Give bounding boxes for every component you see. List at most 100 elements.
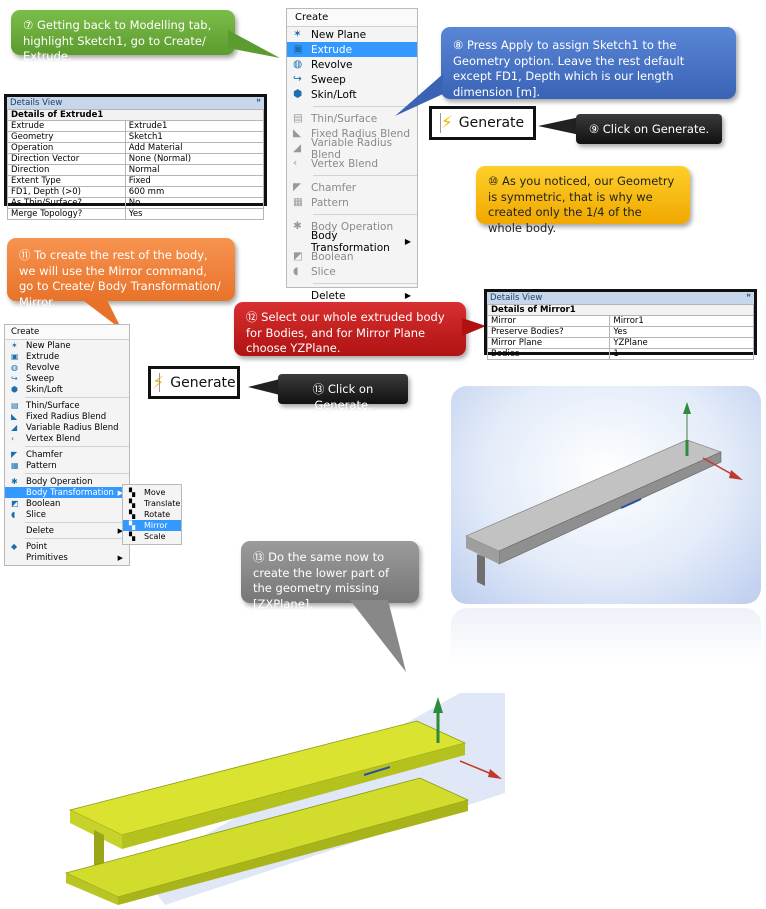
callout-step-8: ⑧ Press Apply to assign Sketch1 to the G… <box>441 27 736 99</box>
menu-item-body-operation[interactable]: ✱Body Operation <box>287 219 417 234</box>
menu-item-label: Body Transformation <box>26 487 114 498</box>
details-property-value[interactable]: None (Normal) <box>124 153 265 165</box>
pattern-icon: ▦ <box>11 460 19 470</box>
submenu-item-translate[interactable]: ▚Translate <box>123 498 181 509</box>
callout-tail <box>395 74 443 116</box>
menu-item-label: Boolean <box>311 250 354 263</box>
menu-item-skin-loft[interactable]: ⬢Skin/Loft <box>287 87 417 102</box>
submenu-arrow-icon: ▶ <box>117 526 123 535</box>
menu-item-label: Skin/Loft <box>26 384 63 395</box>
menu-item-new-plane[interactable]: ✶New Plane <box>287 27 417 42</box>
details-property-name: Mirror <box>486 315 611 327</box>
menu-item-label: Delete <box>26 525 54 536</box>
details-property-value[interactable]: Yes <box>609 326 754 338</box>
details-row[interactable]: Merge Topology?Yes <box>7 208 265 220</box>
details-property-value[interactable]: YZPlane <box>609 337 754 349</box>
details-group-title: Details of Extrude1 <box>7 109 264 121</box>
menu-item-revolve[interactable]: ◍Revolve <box>287 57 417 72</box>
menu-item-label: Sweep <box>311 73 346 86</box>
submenu-item-rotate[interactable]: ▚Rotate <box>123 509 181 520</box>
details-property-value[interactable]: Extrude1 <box>124 120 265 132</box>
menu-item-fixed-radius-blend[interactable]: ◣Fixed Radius Blend <box>287 126 417 141</box>
details-property-value[interactable]: 1 <box>609 348 754 360</box>
menu-item-label: Fixed Radius Blend <box>26 411 107 422</box>
menu-item-extrude[interactable]: ▣Extrude <box>5 351 129 362</box>
generate-button[interactable]: ⚡ Generate <box>148 366 240 399</box>
sweep-icon: ↪ <box>11 373 18 383</box>
menu-item-delete[interactable]: Delete▶ <box>287 288 417 303</box>
details-row[interactable]: FD1, Depth (>0)600 mm <box>7 186 265 198</box>
callout-step-7: ⑦ Getting back to Modelling tab, highlig… <box>11 10 235 63</box>
details-property-value[interactable]: Add Material <box>124 142 265 154</box>
menu-item-variable-radius-blend[interactable]: ◢Variable Radius Blend <box>287 137 417 161</box>
details-property-value[interactable]: Mirror1 <box>609 315 754 327</box>
details-property-name: FD1, Depth (>0) <box>7 186 126 198</box>
menu-item-body-transformation[interactable]: Body Transformation▶ <box>287 230 417 254</box>
fixed-blend-icon: ◣ <box>11 411 18 421</box>
menu-item-chamfer[interactable]: ◤Chamfer <box>5 449 129 460</box>
callout-step-11-text: ⑪ To create the rest of the body, we wil… <box>19 248 221 309</box>
menu-item-label: Body Operation <box>311 220 394 233</box>
menu-item-pattern[interactable]: ▦Pattern <box>287 195 417 210</box>
submenu-item-mirror[interactable]: ▚Mirror <box>123 520 181 531</box>
menu-item-sweep[interactable]: ↪Sweep <box>5 373 129 384</box>
submenu-item-scale[interactable]: ▚Scale <box>123 531 181 542</box>
menu-item-label: New Plane <box>26 340 71 351</box>
menu-item-label: Slice <box>26 509 47 520</box>
details-row[interactable]: As Thin/Surface?No <box>7 197 265 209</box>
details-property-value[interactable]: Yes <box>124 208 265 220</box>
details-property-name: Bodies <box>486 348 611 360</box>
menu-item-slice[interactable]: ◖Slice <box>287 264 417 279</box>
menu-item-label: Boolean <box>26 498 61 509</box>
menu-item-vertex-blend[interactable]: ‹Vertex Blend <box>287 156 417 171</box>
menu-item-delete[interactable]: Delete ▶ <box>5 525 129 536</box>
details-property-value[interactable]: Normal <box>124 164 265 176</box>
menu-item-label: Revolve <box>26 362 60 373</box>
details-row[interactable]: Preserve Bodies?Yes <box>486 326 754 338</box>
menu-item-new-plane[interactable]: ✶New Plane <box>5 340 129 351</box>
menu-item-slice[interactable]: ◖Slice <box>5 509 129 520</box>
menu-item-primitives[interactable]: Primitives▶ <box>5 552 129 563</box>
generate-button[interactable]: ⚡ Generate <box>429 106 536 140</box>
submenu-item-move[interactable]: ▚Move <box>123 487 181 498</box>
menu-item-body-operation[interactable]: ✱Body Operation <box>5 476 129 487</box>
callout-step-12: ⑫ Select our whole extruded body for Bod… <box>234 302 466 356</box>
scale-icon: ▚ <box>129 531 136 541</box>
callout-step-10-text: ⑩ As you noticed, our Geometry is symmet… <box>488 174 675 235</box>
details-property-name: Mirror Plane <box>486 337 611 349</box>
menu-item-sweep[interactable]: ↪Sweep <box>287 72 417 87</box>
menu-item-boolean[interactable]: ◩Boolean <box>287 249 417 264</box>
details-property-value[interactable]: No <box>124 197 265 209</box>
body-operation-icon: ✱ <box>11 476 18 486</box>
menu-item-pattern[interactable]: ▦Pattern <box>5 460 129 471</box>
menu-item-thin-surface[interactable]: ▤Thin/Surface <box>287 111 417 126</box>
menu-item-revolve[interactable]: ◍Revolve <box>5 362 129 373</box>
rotate-icon: ▚ <box>129 509 136 519</box>
menu-item-point[interactable]: ◆Point <box>5 541 129 552</box>
yellow-beam-model <box>64 693 505 905</box>
details-property-value[interactable]: Sketch1 <box>124 131 265 143</box>
menu-item-skin-loft[interactable]: ⬢Skin/Loft <box>5 384 129 395</box>
details-property-value[interactable]: Fixed <box>124 175 265 187</box>
menu-item-vertex-blend[interactable]: ‹Vertex Blend <box>5 433 129 444</box>
details-property-value[interactable]: 600 mm <box>124 186 265 198</box>
menu-item-extrude[interactable]: ▣Extrude <box>287 42 417 57</box>
menu-item-fixed-radius-blend[interactable]: ◣ Fixed Radius Blend <box>5 411 129 422</box>
menu-item-chamfer[interactable]: ◤Chamfer <box>287 180 417 195</box>
menu-item-boolean[interactable]: ◩Boolean <box>5 498 129 509</box>
generate-bolt-icon: ⚡ <box>440 113 453 133</box>
menu-item-body-transformation[interactable]: Body Transformation▶ <box>5 487 129 498</box>
thin-surface-icon: ▤ <box>11 400 19 410</box>
menu-item-thin-surface[interactable]: ▤Thin/Surface <box>5 400 129 411</box>
callout-step-9: ⑨ Click on Generate. <box>576 114 722 144</box>
menu-item-variable-radius-blend[interactable]: ◢Variable Radius Blend <box>5 422 129 433</box>
